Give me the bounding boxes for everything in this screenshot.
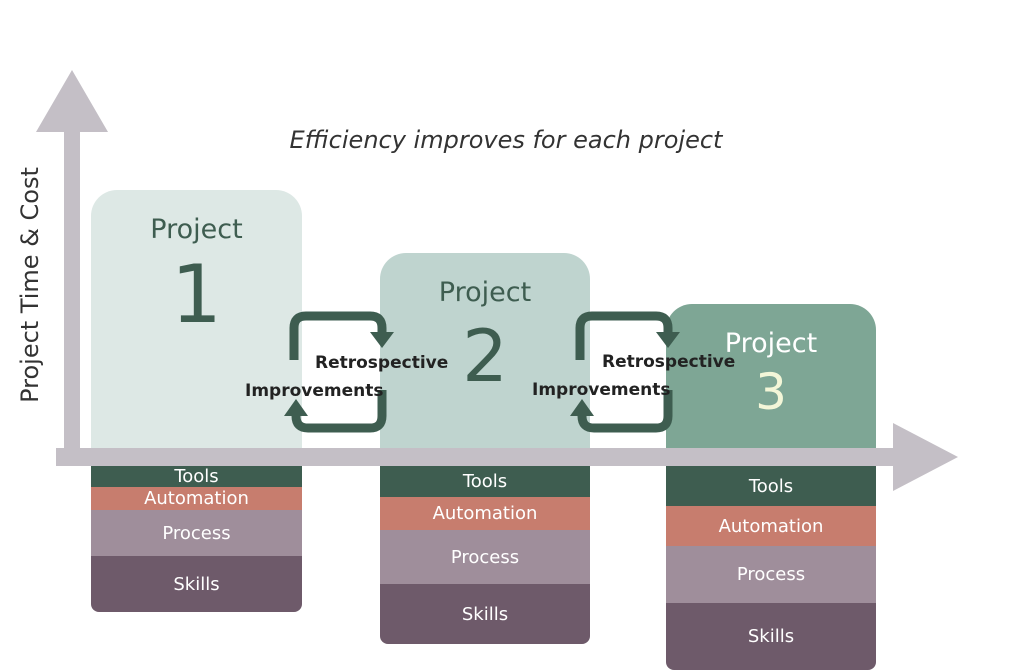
- project-1-card: Project 1: [91, 190, 302, 448]
- project-2-card: Project 2: [380, 253, 590, 448]
- project-2-tools-layer: Tools: [380, 466, 590, 497]
- y-axis-shaft: [64, 128, 80, 466]
- y-axis-arrowhead: [36, 70, 108, 132]
- project-1-stack: Tools Automation Process Skills: [91, 466, 302, 612]
- cycle-2-arrows: [570, 311, 680, 433]
- cycle-2-down-arrowhead: [656, 332, 680, 348]
- project-1-label: Project: [150, 214, 243, 245]
- project-1-automation-layer: Automation: [91, 487, 302, 510]
- cycle-2-retrospective-label: Retrospective: [602, 352, 736, 372]
- project-2-skills-layer: Skills: [380, 584, 590, 644]
- cycle-1-top-arrow: [289, 311, 387, 360]
- project-2-process-layer: Process: [380, 530, 590, 584]
- x-axis-arrowhead: [893, 423, 958, 491]
- project-2-number: 2: [462, 314, 508, 398]
- project-1-process-layer: Process: [91, 510, 302, 556]
- project-2-label: Project: [438, 277, 532, 308]
- y-axis-label-text: Project Time & Cost: [16, 167, 44, 403]
- cycle-1-improvements-label: Improvements: [245, 381, 384, 401]
- cycle-2-improvements-label: Improvements: [532, 380, 671, 400]
- x-axis-shaft: [56, 448, 896, 466]
- cycle-1-up-arrowhead: [284, 399, 308, 416]
- project-1-skills-layer: Skills: [91, 556, 302, 612]
- cycle-1-retrospective-label: Retrospective: [315, 353, 449, 373]
- project-3-stack: Tools Automation Process Skills: [666, 466, 876, 670]
- project-3-card: Project 3: [666, 304, 876, 448]
- project-3-process-layer: Process: [666, 546, 876, 603]
- cycle-2-up-arrowhead: [570, 399, 594, 416]
- cycle-1-arrows: [284, 311, 394, 433]
- cycle-1-down-arrowhead: [370, 332, 394, 348]
- diagram-title: Efficiency improves for each project: [289, 126, 723, 154]
- project-1-tools-layer: Tools: [91, 466, 302, 487]
- cycle-2-top-arrow: [575, 311, 673, 360]
- cycle-1-bottom-arrow: [291, 390, 387, 433]
- project-3-automation-layer: Automation: [666, 506, 876, 546]
- project-1-number: 1: [171, 248, 222, 341]
- project-3-tools-layer: Tools: [666, 466, 876, 506]
- project-2-stack: Tools Automation Process Skills: [380, 466, 590, 644]
- cycle-2-bottom-arrow: [577, 390, 673, 433]
- project-2-automation-layer: Automation: [380, 497, 590, 530]
- project-3-label: Project: [724, 328, 818, 359]
- project-3-number: 3: [755, 363, 787, 421]
- project-3-skills-layer: Skills: [666, 603, 876, 670]
